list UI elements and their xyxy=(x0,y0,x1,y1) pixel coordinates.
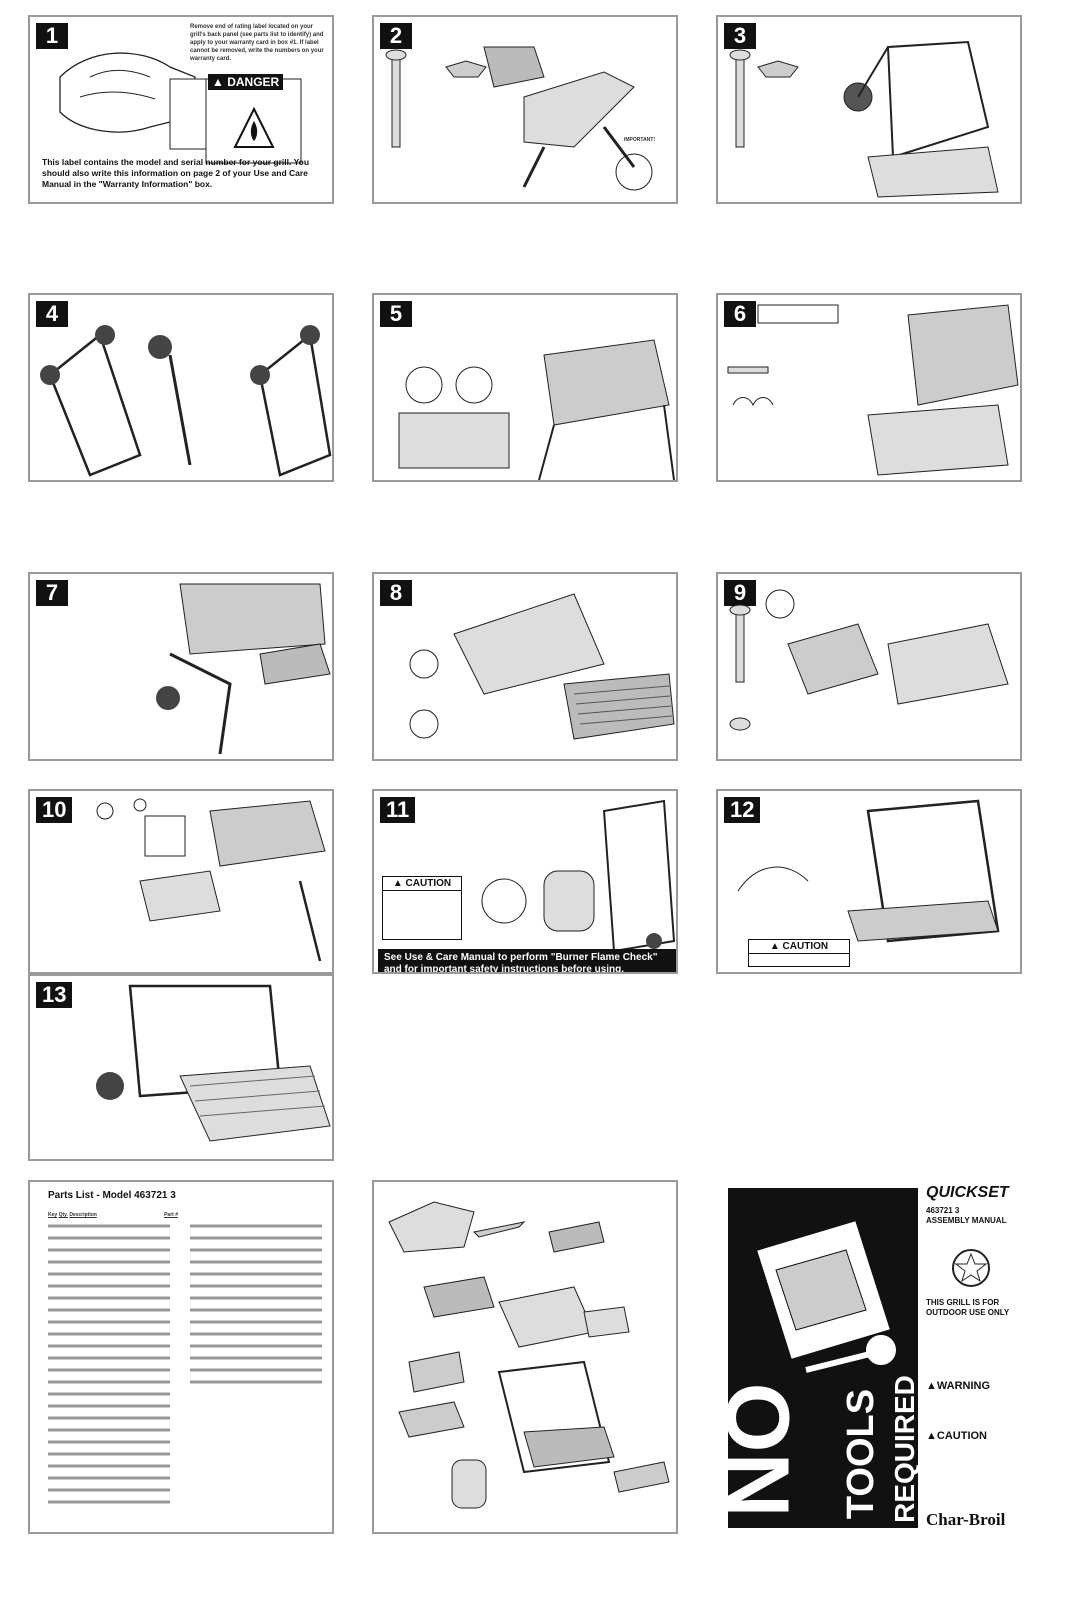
lp-tank-illustration xyxy=(481,799,676,953)
step-number: 8 xyxy=(380,580,412,606)
side-burner-illustration xyxy=(96,798,326,962)
cover-brand-line: QUICKSET xyxy=(926,1184,1009,1201)
cover-tools: TOOLS xyxy=(840,1388,883,1520)
cart-frame-illustration xyxy=(729,40,999,198)
hand-peeling-label-illustration xyxy=(59,52,302,164)
step-number: 10 xyxy=(36,797,73,823)
label-note: This label contains the model and serial… xyxy=(42,157,310,189)
cover-panel: QUICKSET 463721 3 ASSEMBLY MANUAL THIS G… xyxy=(716,1180,1022,1534)
step-8-panel: 8 xyxy=(372,572,678,761)
exploded-parts-diagram xyxy=(388,1201,670,1509)
burner-placement-illustration xyxy=(398,339,675,480)
step-5-panel: 5 xyxy=(372,293,678,482)
step-6-panel: 6 xyxy=(716,293,1022,482)
step-number: 9 xyxy=(724,580,756,606)
parts-list-title: Parts List - Model 463721 3 xyxy=(48,1190,176,1201)
cover-maker-logo: Char-Broil xyxy=(926,1510,1006,1529)
leg-wheel-illustration xyxy=(40,325,332,477)
cover-outdoor-notice: THIS GRILL IS FOR OUTDOOR USE ONLY xyxy=(926,1298,1010,1317)
step-number: 12 xyxy=(724,797,761,823)
lid-handle-illustration xyxy=(729,589,1009,731)
parts-list-panel: Parts List - Model 463721 3 Key Qty. Des… xyxy=(28,1180,334,1534)
step-number: 6 xyxy=(724,301,756,327)
step-number: 1 xyxy=(36,23,68,49)
caution-box: ▲ CAUTION xyxy=(748,939,850,967)
danger-label: ▲ DANGER xyxy=(208,74,284,90)
step-3-panel: 3 xyxy=(716,15,1022,204)
step-number: 5 xyxy=(380,301,412,327)
step-number: 11 xyxy=(380,797,416,823)
cover-no: NO xyxy=(716,1382,809,1518)
cover-caution: ▲CAUTION xyxy=(926,1430,987,1442)
parts-header-description: Description xyxy=(69,1212,97,1218)
step-1-instructions: Remove end of rating label located on yo… xyxy=(190,24,324,62)
exploded-view-panel xyxy=(372,1180,678,1534)
step-13-panel: 13 xyxy=(28,974,334,1161)
burner-flame-check-banner: See Use & Care Manual to perform "Burner… xyxy=(378,949,676,972)
step-number: 4 xyxy=(36,301,68,327)
cooking-grate-illustration xyxy=(409,593,675,740)
step-7-panel: 7 xyxy=(28,572,334,761)
bottom-grate-illustration xyxy=(96,984,331,1142)
cover-manual-title: ASSEMBLY MANUAL xyxy=(926,1216,1007,1225)
caution-label: ▲ CAUTION xyxy=(749,940,849,954)
step-number: 7 xyxy=(36,580,68,606)
step-2-panel: 2 IMPORTANT! xyxy=(372,15,678,204)
caution-box: ▲ CAUTION xyxy=(382,876,462,940)
parts-header-qty: Qty. xyxy=(58,1212,68,1218)
step-9-panel: 9 xyxy=(716,572,1022,761)
parts-list-column-left: Key Qty. Description Part # xyxy=(48,1210,178,1221)
caution-label: ▲ CAUTION xyxy=(383,877,461,891)
step-11-panel: 11 ▲ CAUTION See Use & Care Manual to pe… xyxy=(372,789,678,974)
parts-header-key: Key xyxy=(48,1212,58,1218)
step-number: 3 xyxy=(724,23,756,49)
grill-head-assembly-illustration xyxy=(385,46,653,191)
step-12-panel: 12 ▲ CAUTION xyxy=(716,789,1022,974)
step-1-panel: 1 Remove end of rating label located on … xyxy=(28,15,334,204)
cover-artwork xyxy=(728,1188,990,1528)
cover-required: REQUIRED xyxy=(888,1375,920,1523)
step-number: 13 xyxy=(36,982,73,1008)
cover-model: 463721 3 xyxy=(926,1206,960,1215)
cover-warning: ▲WARNING xyxy=(926,1380,991,1392)
step-2-important: IMPORTANT! xyxy=(624,137,656,143)
parts-list-rows xyxy=(48,1224,322,1504)
step-4-panel: 4 xyxy=(28,293,334,482)
parts-header-part: Part # xyxy=(164,1212,178,1218)
bottom-shelf-clip-illustration xyxy=(737,799,1000,943)
step-10-panel: 10 xyxy=(28,789,334,974)
side-shelf-illustration xyxy=(156,583,331,755)
lid-assembly-illustration xyxy=(727,304,1019,476)
step-number: 2 xyxy=(380,23,412,49)
